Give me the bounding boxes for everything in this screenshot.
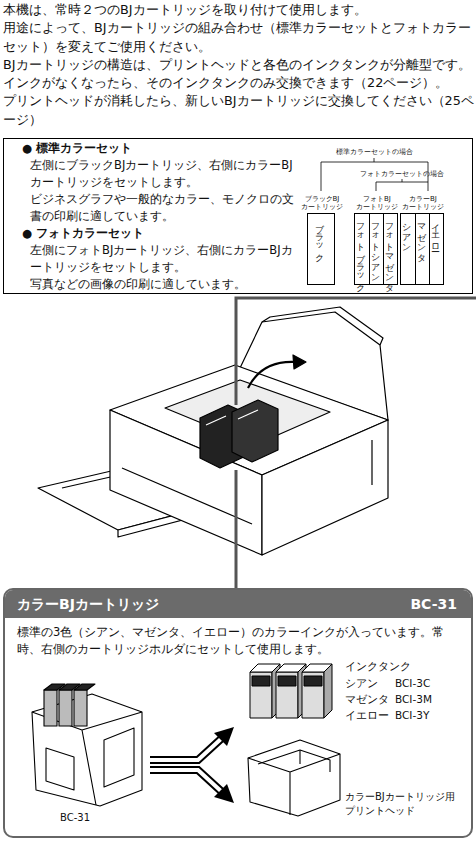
part-number: BC-31 <box>60 810 90 825</box>
ink-slot: シアン <box>401 214 415 284</box>
set-bracket <box>376 182 428 191</box>
ink-color-name: フォトマゼンタ <box>385 217 395 281</box>
model-number: BC-31 <box>410 594 457 614</box>
printer-drawing <box>232 400 278 462</box>
printer-drawing <box>62 468 215 498</box>
ink-color-name: フォトブラック <box>356 217 366 281</box>
printer-drawing <box>118 500 232 537</box>
panel-title: カラーBJカートリッジ <box>17 594 159 614</box>
printer-drawing <box>38 307 388 555</box>
set-text: 左側にブラックBJカートリッジ、右側にカラーBJカートリッジをセットします。 <box>30 157 298 191</box>
printer-drawing <box>240 312 388 420</box>
ink-slot: フォトシアン <box>369 214 383 284</box>
printer-drawing <box>293 355 306 369</box>
ink-color: マゼンタ <box>345 692 389 707</box>
cartridge-name: カラーBJ カートリッジ <box>398 195 448 211</box>
intro-sentence: BJカートリッジの構造は、プリントヘッドと各色のインクタンクが分離型です。 <box>3 56 475 74</box>
printer-drawing <box>262 420 388 555</box>
leader-line <box>236 298 476 405</box>
bracket-label: 標準カラーセットの場合 <box>334 148 414 157</box>
printer-drawing <box>206 410 258 425</box>
leader-line <box>235 470 238 588</box>
set-info-box: ● 標準カラーセット左側にブラックBJカートリッジ、右側にカラーBJカートリッジ… <box>3 138 473 294</box>
set-text: ビジネスグラフや一般的なカラー、モノクロの文書の印刷に適しています。 <box>30 191 298 225</box>
ink-slot: イエロー <box>429 214 443 284</box>
set-heading: ● 標準カラーセット <box>22 140 272 157</box>
intro-sentence: 本機は、常時２つのBJカートリッジを取り付けて使用します。 <box>3 1 475 19</box>
printer-drawing <box>248 362 296 388</box>
part-number: BCI-3M <box>395 692 432 707</box>
part-number: BCI-3Y <box>395 708 429 723</box>
printer-drawing <box>110 410 262 555</box>
set-bracket <box>402 179 403 182</box>
printer-drawing <box>262 307 383 345</box>
ink-color-name: マゼンタ <box>417 217 427 281</box>
panel-text: 標準の3色（シアン、マゼンタ、イエロー）のカラーインクが入っています。常時、右側… <box>17 624 461 658</box>
intro-sentence: インクがなくなったら、そのインクタンクのみ交換できます（22ページ）。 <box>3 74 475 92</box>
set-bracket <box>374 158 375 162</box>
ink-color-name: ブラック <box>315 217 325 281</box>
cartridge-name: フォトBJ カートリッジ <box>352 195 402 211</box>
cartridge-outline: ブラックBJ カートリッジブラック <box>307 213 335 285</box>
set-text: 左側にフォトBJカートリッジ、右側にカラーBJカートリッジをセットします。 <box>30 242 298 276</box>
printer-drawing <box>371 440 372 485</box>
ink-slot: フォトマゼンタ <box>383 214 397 284</box>
ink-color-name: シアン <box>402 217 412 281</box>
ink-color-name: イエロー <box>431 217 441 281</box>
printer-drawing <box>38 462 232 530</box>
leader-line <box>236 298 476 588</box>
part-name: カラーBJカートリッジ用 プリントヘッド <box>345 790 455 818</box>
part-number: BCI-3C <box>395 676 430 691</box>
intro-text: 本機は、常時２つのBJカートリッジを取り付けて使用します。用途によって、BJカー… <box>3 1 475 129</box>
intro-sentence: 用途によって、BJカートリッジの組み合わせ（標準カラーセットとフォトカラーセット… <box>3 19 475 56</box>
ink-color: シアン <box>345 676 378 691</box>
cartridge-name: ブラックBJ カートリッジ <box>295 195 349 211</box>
printer-drawing <box>200 405 248 468</box>
printer-drawing <box>110 365 388 475</box>
printer-drawing <box>165 380 330 445</box>
ink-slot: ブラック <box>308 214 334 284</box>
ink-slot: マゼンタ <box>415 214 429 284</box>
cartridge-outline: カラーBJ カートリッジシアンマゼンタイエロー <box>400 213 444 285</box>
ink-slot: フォトブラック <box>355 214 369 284</box>
intro-sentence: プリントヘッドが消耗したら、新しいBJカートリッジに交換してください（25ページ… <box>3 92 475 129</box>
ink-color: イエロー <box>345 708 389 723</box>
set-text: 写真などの画像の印刷に適しています。 <box>30 276 298 293</box>
bracket-label: フォトカラーセットの場合 <box>358 170 446 179</box>
cartridge-outline: フォトBJ カートリッジフォトブラックフォトシアンフォトマゼンタ <box>354 213 398 285</box>
part-name: インクタンク <box>345 659 411 674</box>
set-heading: ● フォトカラーセット <box>22 225 272 242</box>
printer-drawing <box>122 468 252 524</box>
ink-color-name: フォトシアン <box>371 217 381 281</box>
